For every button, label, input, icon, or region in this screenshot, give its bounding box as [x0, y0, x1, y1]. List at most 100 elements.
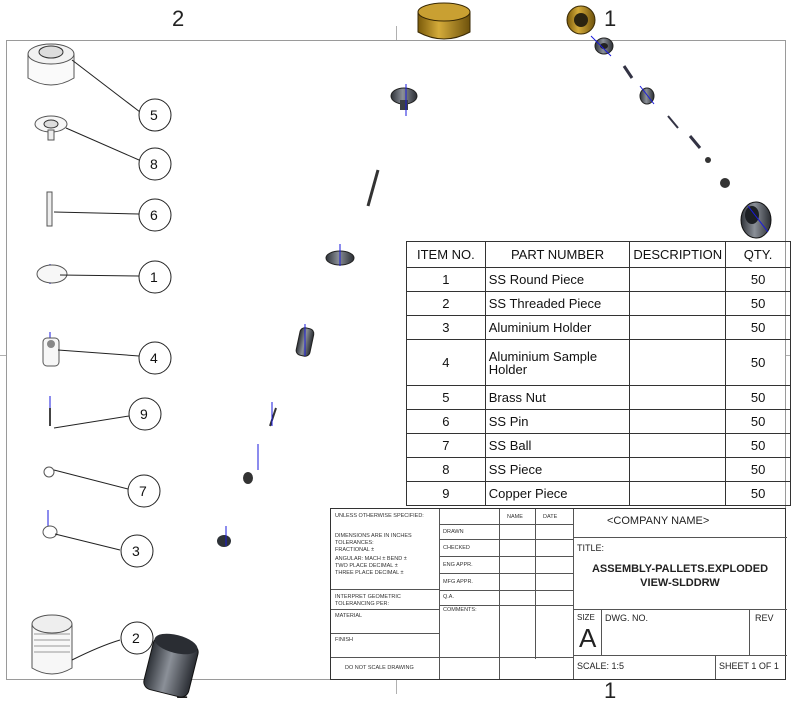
- description-cell: [629, 433, 727, 458]
- rev-label: REV: [755, 613, 774, 623]
- drawn-label: DRAWN: [443, 529, 464, 535]
- item-number-cell: 3: [406, 315, 486, 340]
- zone-label-top-left: 2: [172, 6, 185, 31]
- table-row: 7 SS Ball 50: [406, 433, 791, 458]
- part-number-cell: SS Piece: [484, 457, 631, 482]
- quantity-cell: 50: [725, 267, 791, 292]
- interpret-note: INTERPRET GEOMETRIC: [335, 594, 401, 600]
- part-number-cell: Copper Piece: [484, 481, 631, 506]
- quantity-cell: 50: [725, 433, 791, 458]
- exploded-part: [594, 37, 614, 55]
- part-number-cell: Aluminium Sample Holder: [484, 339, 631, 386]
- description-cell: [629, 339, 727, 386]
- item-number-cell: 7: [406, 433, 486, 458]
- zone-tick: [396, 680, 397, 694]
- quantity-cell: 50: [725, 315, 791, 340]
- tolerance-note: ANGULAR: MACH ± BEND ±: [335, 556, 407, 562]
- checked-label: CHECKED: [443, 545, 470, 551]
- title-label: TITLE:: [577, 543, 605, 553]
- quantity-cell: 50: [725, 385, 791, 410]
- description-cell: [629, 409, 727, 434]
- ss-pin-left-part: [46, 191, 53, 227]
- ss-threaded-piece-rendered-part: [143, 633, 199, 698]
- table-header-row: ITEM NO. PART NUMBER DESCRIPTION QTY.: [406, 241, 791, 268]
- dwg-no-label: DWG. NO.: [605, 613, 648, 623]
- item-number-cell: 8: [406, 457, 486, 482]
- exploded-part: [622, 65, 634, 79]
- ss-ball-left-part: [43, 466, 55, 478]
- tolerance-note: FRACTIONAL ±: [335, 547, 375, 553]
- item-number-cell: 9: [406, 481, 486, 506]
- name-header: NAME: [507, 514, 523, 520]
- quantity-cell: 50: [725, 457, 791, 482]
- brass-nut-part: [417, 2, 471, 40]
- company-name: <COMPANY NAME>: [607, 515, 710, 527]
- part-number-cell: SS Round Piece: [484, 267, 631, 292]
- balloon-circles: [120, 98, 172, 655]
- balloon-label: 7: [139, 483, 147, 499]
- material-label: MATERIAL: [335, 613, 363, 619]
- mfg-appr-label: MFG APPR.: [443, 579, 473, 585]
- quantity-cell: 50: [725, 291, 791, 316]
- exploded-part: [740, 201, 772, 239]
- zone-label-bottom-right: 1: [604, 678, 617, 703]
- tolerance-note: THREE PLACE DECIMAL ±: [335, 570, 404, 576]
- exploded-part: [667, 115, 679, 129]
- drawing-title: VIEW-SLDDRW: [640, 577, 720, 589]
- finish-label: FINISH: [335, 637, 354, 643]
- item-number-cell: 2: [406, 291, 486, 316]
- part-number-cell: Aluminium Holder: [484, 315, 631, 340]
- part-number-cell: SS Threaded Piece: [484, 291, 631, 316]
- tolerance-note: UNLESS OTHERWISE SPECIFIED:: [335, 513, 424, 519]
- description-cell: [629, 291, 727, 316]
- part-number-cell: Brass Nut: [484, 385, 631, 410]
- zone-tick: [396, 26, 397, 40]
- description-cell: [629, 385, 727, 410]
- exploded-part: [217, 535, 231, 547]
- quantity-cell: 50: [725, 339, 791, 386]
- table-row: 9 Copper Piece 50: [406, 481, 791, 506]
- balloon-label: 2: [132, 630, 140, 646]
- table-row: 3 Aluminium Holder 50: [406, 315, 791, 340]
- qa-label: Q.A.: [443, 594, 455, 600]
- date-header: DATE: [543, 514, 558, 520]
- interpret-note: TOLERANCING PER:: [335, 601, 389, 607]
- exploded-part: [390, 87, 418, 110]
- balloon-label: 5: [150, 107, 158, 123]
- balloon-label: 3: [132, 543, 140, 559]
- quantity-cell: 50: [725, 409, 791, 434]
- aluminium-holder-left-part: [42, 525, 58, 539]
- ss-round-piece-left-part: [36, 264, 68, 284]
- tolerance-note: TOLERANCES:: [335, 540, 374, 546]
- balloon-label: 1: [150, 269, 158, 285]
- brass-ring-part: [566, 5, 596, 35]
- comments-label: COMMENTS:: [443, 607, 477, 613]
- sheet-size: A: [579, 623, 597, 653]
- description-cell: [629, 267, 727, 292]
- exploded-part: [269, 407, 277, 427]
- table-row: 1 SS Round Piece 50: [406, 267, 791, 292]
- eng-appr-label: ENG APPR.: [443, 562, 473, 568]
- balloon-label: 4: [150, 350, 158, 366]
- column-header: QTY.: [725, 241, 791, 268]
- size-label: SIZE: [577, 613, 595, 622]
- part-number-cell: SS Pin: [484, 409, 631, 434]
- item-number-cell: 1: [406, 267, 486, 292]
- quantity-cell: 50: [725, 481, 791, 506]
- exploded-part: [705, 157, 711, 163]
- exploded-part: [688, 135, 702, 149]
- item-number-cell: 6: [406, 409, 486, 434]
- exploded-part: [720, 178, 730, 188]
- table-row: 2 SS Threaded Piece 50: [406, 291, 791, 316]
- scale-label: SCALE: 1:5: [577, 661, 625, 671]
- title-block: UNLESS OTHERWISE SPECIFIED: NAME DATE DI…: [330, 508, 787, 680]
- aluminium-sample-holder-left-part: [42, 337, 60, 367]
- balloon-label: 6: [150, 207, 158, 223]
- table-row: 5 Brass Nut 50: [406, 385, 791, 410]
- bill-of-materials-table: ITEM NO. PART NUMBER DESCRIPTION QTY. 1 …: [406, 241, 791, 506]
- drawing-title: ASSEMBLY-PALLETS.EXPLODED: [591, 563, 769, 575]
- sheet-number: SHEET 1 OF 1: [719, 661, 779, 671]
- zone-label-top-right: 1: [604, 6, 617, 31]
- tolerance-note: TWO PLACE DECIMAL ±: [335, 563, 398, 569]
